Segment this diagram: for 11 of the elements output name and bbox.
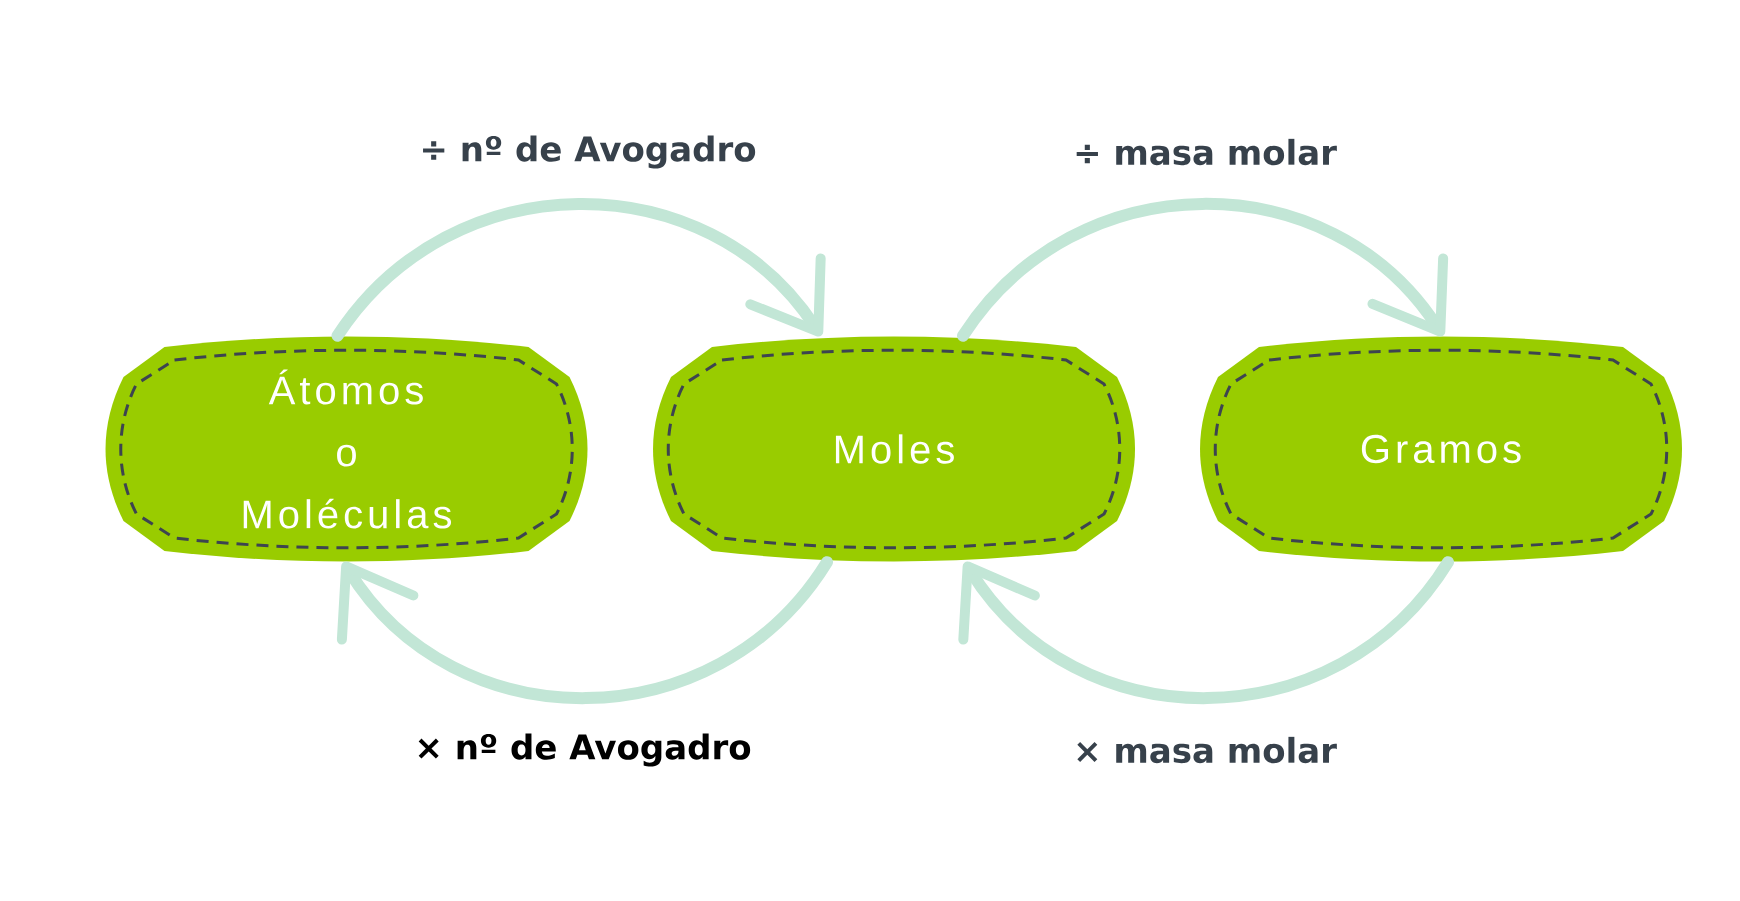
arrow xyxy=(336,556,833,705)
process-box: Gramos xyxy=(1200,336,1682,562)
edge-label: × nº de Avogadro xyxy=(411,730,755,770)
edge-label: × masa molar xyxy=(1070,733,1340,767)
arrow xyxy=(958,556,1454,705)
edge-label: ÷ masa molar xyxy=(1070,135,1340,169)
edge-label: ÷ nº de Avogadro xyxy=(416,132,760,172)
process-box: Moles xyxy=(653,336,1135,562)
process-box: Átomos o Moléculas xyxy=(105,336,588,562)
arrow xyxy=(331,197,826,342)
arrow xyxy=(957,197,1449,342)
